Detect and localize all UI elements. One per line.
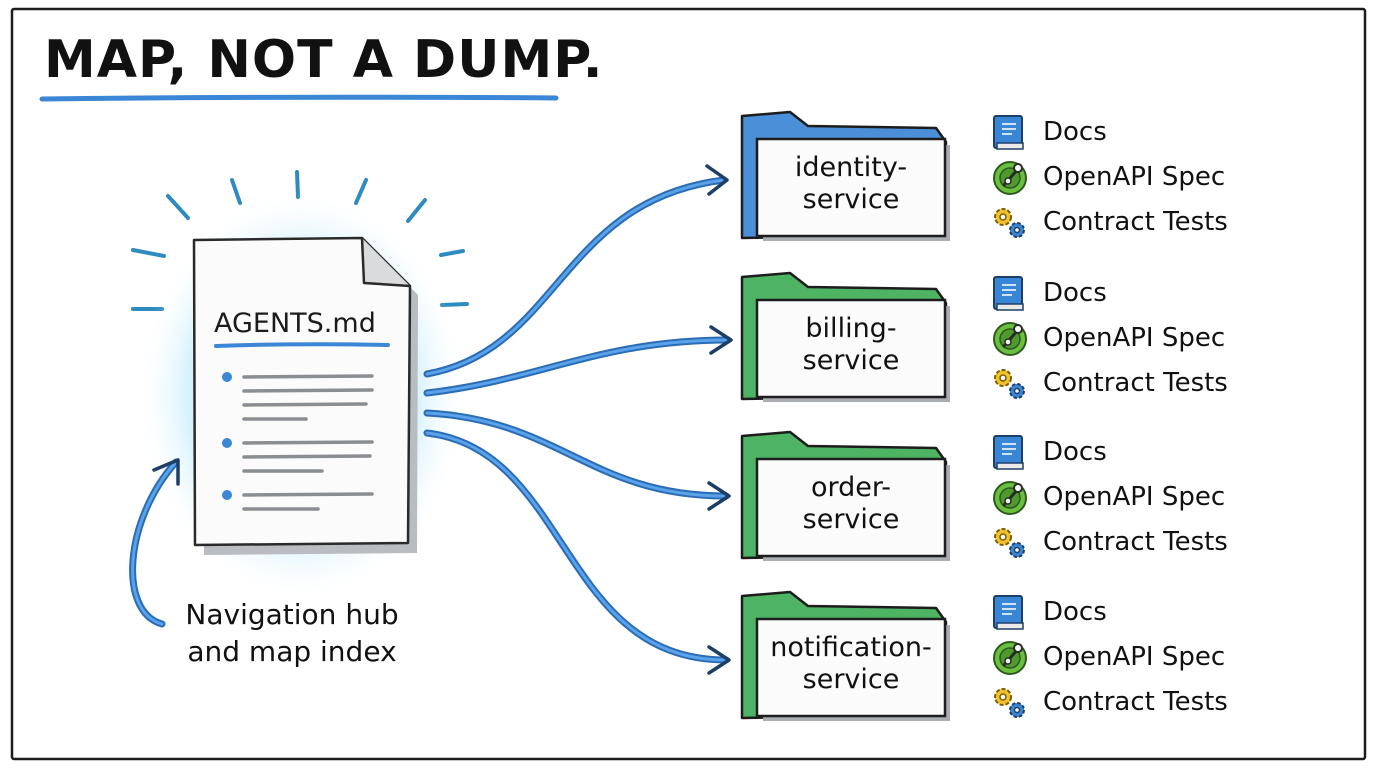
- book-icon: [988, 271, 1032, 315]
- page-title: MAP, NOT A DUMP.: [44, 30, 604, 90]
- artifact-label: Docs: [1043, 278, 1107, 308]
- artifact-label: Docs: [1043, 437, 1107, 467]
- connector-arrows: [423, 164, 733, 675]
- folder-label-notification-service: notification-service: [756, 632, 946, 696]
- arrow-to-identity-service: [423, 164, 729, 378]
- caption-arrow: [129, 458, 180, 628]
- title-underline: [39, 94, 559, 102]
- folder-label-line: service: [802, 184, 900, 215]
- agents-file-name: AGENTS.md: [214, 308, 376, 339]
- artifact-label: Contract Tests: [1043, 368, 1228, 398]
- api-spec-icon: [988, 475, 1032, 519]
- folder-label-identity-service: identity-service: [756, 152, 946, 216]
- gears-icon: [988, 680, 1032, 724]
- artifact-item: OpenAPI Spec: [988, 316, 1225, 360]
- api-spec-icon: [988, 155, 1032, 199]
- artifact-item: Docs: [988, 110, 1107, 154]
- artifact-item: Contract Tests: [988, 680, 1228, 724]
- artifact-item: Docs: [988, 430, 1107, 474]
- artifact-label: Docs: [1043, 597, 1107, 627]
- service-folders: [740, 110, 950, 721]
- artifact-item: Contract Tests: [988, 520, 1228, 564]
- folder-label-line: service: [802, 345, 900, 376]
- folder-billing-service: [740, 271, 950, 402]
- artifact-label: Contract Tests: [1043, 687, 1228, 717]
- arrow-to-billing-service: [423, 325, 733, 397]
- artifact-item: Docs: [988, 271, 1107, 315]
- folder-order-service: [740, 430, 950, 561]
- hub-caption-line-2: and map index: [187, 635, 397, 668]
- folder-label-line: billing-: [805, 313, 897, 344]
- artifact-label: Contract Tests: [1043, 527, 1228, 557]
- folder-label-line: notification-: [770, 632, 932, 663]
- folder-front: [755, 137, 947, 238]
- folder-label-line: identity-: [794, 152, 908, 183]
- artifact-label: OpenAPI Spec: [1043, 642, 1226, 672]
- gears-icon: [988, 361, 1032, 405]
- folder-label-billing-service: billing-service: [756, 313, 946, 377]
- gears-icon: [988, 520, 1032, 564]
- folder-label-line: service: [802, 504, 900, 535]
- artifact-label: OpenAPI Spec: [1043, 162, 1226, 192]
- artifact-label: Docs: [1043, 117, 1107, 147]
- hub-caption: Navigation hub and map index: [178, 596, 406, 670]
- folder-front: [755, 617, 947, 718]
- arrow-to-order-service: [423, 409, 731, 511]
- hub-caption-line-1: Navigation hub: [185, 598, 399, 631]
- outer-frame: [10, 7, 1367, 761]
- artifact-item: Contract Tests: [988, 200, 1228, 244]
- gears-icon: [988, 200, 1032, 244]
- arrow-to-notification-service: [423, 429, 731, 675]
- artifact-label: OpenAPI Spec: [1043, 482, 1226, 512]
- folder-notification-service: [740, 590, 950, 721]
- artifact-item: OpenAPI Spec: [988, 475, 1225, 519]
- artifact-label: Contract Tests: [1043, 207, 1228, 237]
- folder-label-line: order-: [810, 472, 891, 503]
- api-spec-icon: [988, 316, 1032, 360]
- folder-label-order-service: order-service: [756, 472, 946, 536]
- book-icon: [988, 590, 1032, 634]
- artifact-item: Contract Tests: [988, 361, 1228, 405]
- artifact-label: OpenAPI Spec: [1043, 323, 1226, 353]
- agents-document: [192, 236, 418, 555]
- folder-label-line: service: [802, 664, 900, 695]
- folder-front: [755, 298, 947, 399]
- api-spec-icon: [988, 635, 1032, 679]
- artifact-item: OpenAPI Spec: [988, 155, 1225, 199]
- folder-identity-service: [740, 110, 950, 241]
- book-icon: [988, 430, 1032, 474]
- artifact-item: OpenAPI Spec: [988, 635, 1225, 679]
- folder-front: [755, 457, 947, 558]
- book-icon: [988, 110, 1032, 154]
- artifact-item: Docs: [988, 590, 1107, 634]
